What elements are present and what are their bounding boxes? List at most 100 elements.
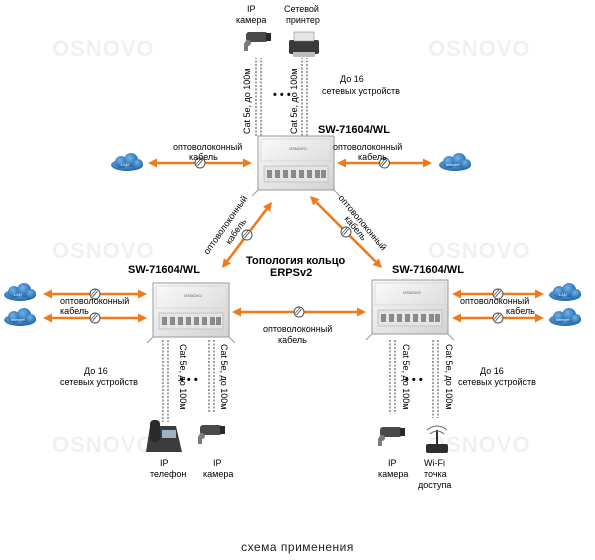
cat5e-cables — [162, 58, 439, 422]
device-count-right: До 16 сетевых устройств — [458, 366, 536, 387]
watermark-layer: OSNOVO OSNOVO OSNOVO OSNOVO OSNOVO OSNOV… — [52, 36, 531, 457]
switch-model: SW-71604/WL — [318, 124, 390, 136]
fiber-arrow-head — [452, 313, 461, 323]
svg-text:телефон: телефон — [150, 469, 186, 479]
fiber-arrow-head — [372, 258, 382, 268]
ip-camera-bottom-left: IP камера — [198, 425, 233, 479]
switch-left: OSNOVO SW-71604/WL — [128, 264, 236, 344]
lan-cloud: LAN — [549, 283, 581, 301]
wifi-access-point: Wi-Fi точка доступа — [418, 425, 451, 490]
svg-text:Internet: Internet — [556, 317, 570, 322]
network-printer: Сетевой принтер — [284, 4, 320, 57]
svg-text:Internet: Internet — [446, 162, 460, 167]
lan-cloud: LAN — [4, 283, 36, 301]
svg-text:Wi-Fi: Wi-Fi — [424, 458, 445, 468]
fiber-arrow-head — [535, 289, 544, 299]
watermark: OSNOVO — [52, 238, 155, 263]
more-devices-dots: • • • — [180, 374, 198, 386]
watermark: OSNOVO — [52, 36, 155, 61]
fiber-arrow-head — [310, 196, 320, 206]
svg-text:принтер: принтер — [286, 15, 320, 25]
switch-top: OSNOVO SW-71604/WL — [251, 124, 390, 197]
fiber-label-ring-right: оптоволоконный кабель — [336, 193, 388, 252]
ring-topology-label: Топология кольцо ERPSv2 — [246, 255, 346, 279]
svg-text:ERPSv2: ERPSv2 — [270, 267, 312, 279]
fiber-connector-icon — [492, 312, 504, 324]
cable-label: Cat 5e, до 100м — [242, 69, 252, 134]
fiber-arrow-head — [43, 313, 52, 323]
svg-text:Internet: Internet — [11, 317, 25, 322]
svg-text:доступа: доступа — [418, 480, 451, 490]
svg-text:До 16: До 16 — [480, 366, 504, 376]
svg-text:IP: IP — [160, 458, 169, 468]
svg-text:сетевых устройств: сетевых устройств — [458, 377, 536, 387]
svg-text:камера: камера — [378, 469, 408, 479]
cable-label: Cat 5e, до 100м — [178, 344, 188, 409]
internet-cloud: Internet — [4, 308, 36, 326]
fiber-arrow-head — [138, 313, 147, 323]
watermark: OSNOVO — [428, 238, 531, 263]
svg-text:IP: IP — [213, 458, 222, 468]
fiber-arrow-head — [535, 313, 544, 323]
svg-text:кабель: кабель — [60, 306, 89, 316]
cable-label: Cat 5e, до 100м — [401, 344, 411, 409]
svg-text:Топология кольцо: Топология кольцо — [246, 255, 346, 267]
switch-right: OSNOVO SW-71604/WL — [365, 264, 464, 341]
svg-text:кабель: кабель — [506, 306, 535, 316]
watermark: OSNOVO — [52, 432, 155, 457]
switch-model: SW-71604/WL — [128, 264, 200, 276]
ip-phone: IP телефон — [146, 420, 186, 479]
svg-text:кабель: кабель — [358, 152, 387, 162]
svg-text:кабель: кабель — [189, 152, 218, 162]
fiber-arrow-head — [357, 307, 366, 317]
svg-text:IP: IP — [388, 458, 397, 468]
fiber-label-ring-left: оптоволоконный кабель — [201, 194, 249, 256]
fiber-label-bottom: оптоволоконный кабель — [263, 324, 332, 345]
diagram-caption: схема применения — [241, 540, 354, 554]
phone-icon — [146, 420, 182, 452]
fiber-arrow-head — [452, 289, 461, 299]
camera-icon — [198, 425, 225, 444]
svg-text:точка: точка — [424, 469, 447, 479]
printer-icon — [289, 31, 319, 57]
fiber-arrow-head — [337, 158, 346, 168]
svg-text:оптоволоконный: оптоволоконный — [60, 296, 129, 306]
more-devices-dots: • • • — [405, 374, 423, 386]
ip-camera-top: IP камера — [236, 4, 271, 51]
internet-cloud: Internet — [439, 153, 471, 171]
svg-text:LAN: LAN — [559, 292, 567, 297]
svg-text:оптоволоконный: оптоволоконный — [263, 324, 332, 334]
svg-text:сетевых устройств: сетевых устройств — [322, 86, 400, 96]
more-devices-dots: • • • — [273, 89, 291, 101]
svg-text:оптоволоконный: оптоволоконный — [173, 142, 242, 152]
svg-text:оптоволоконный: оптоволоконный — [460, 296, 529, 306]
camera-icon — [378, 427, 405, 446]
svg-text:До 16: До 16 — [84, 366, 108, 376]
switch-logo: OSNOVO — [403, 290, 421, 295]
fiber-label-top-right: оптоволоконный кабель — [333, 142, 402, 162]
cable-label: Cat 5e, до 100м — [444, 344, 454, 409]
fiber-connector-icon — [241, 229, 253, 241]
fiber-connector-icon — [89, 312, 101, 324]
wifi-router-icon — [426, 425, 448, 453]
fiber-arrow-head — [232, 307, 241, 317]
fiber-arrow-head — [43, 289, 52, 299]
svg-text:LAN: LAN — [14, 292, 22, 297]
ip-camera-bottom-right: IP камера — [378, 427, 408, 479]
fiber-links — [43, 157, 544, 324]
fiber-arrow-head — [138, 289, 147, 299]
cable-label: Cat 5e, до 100м — [289, 69, 299, 134]
svg-text:Сетевой: Сетевой — [284, 4, 319, 14]
fiber-arrow-head — [423, 158, 432, 168]
switch-logo: OSNOVO — [289, 146, 307, 151]
switch-model: SW-71604/WL — [392, 264, 464, 276]
svg-text:камера: камера — [203, 469, 233, 479]
fiber-arrow-head — [243, 158, 252, 168]
fiber-arrow-head — [262, 202, 272, 212]
svg-text:кабель: кабель — [278, 335, 307, 345]
svg-text:камера: камера — [236, 15, 266, 25]
lan-cloud: LAN — [111, 153, 143, 171]
fiber-label-top-left: оптоволоконный кабель — [173, 142, 242, 162]
svg-text:IP: IP — [247, 4, 256, 14]
